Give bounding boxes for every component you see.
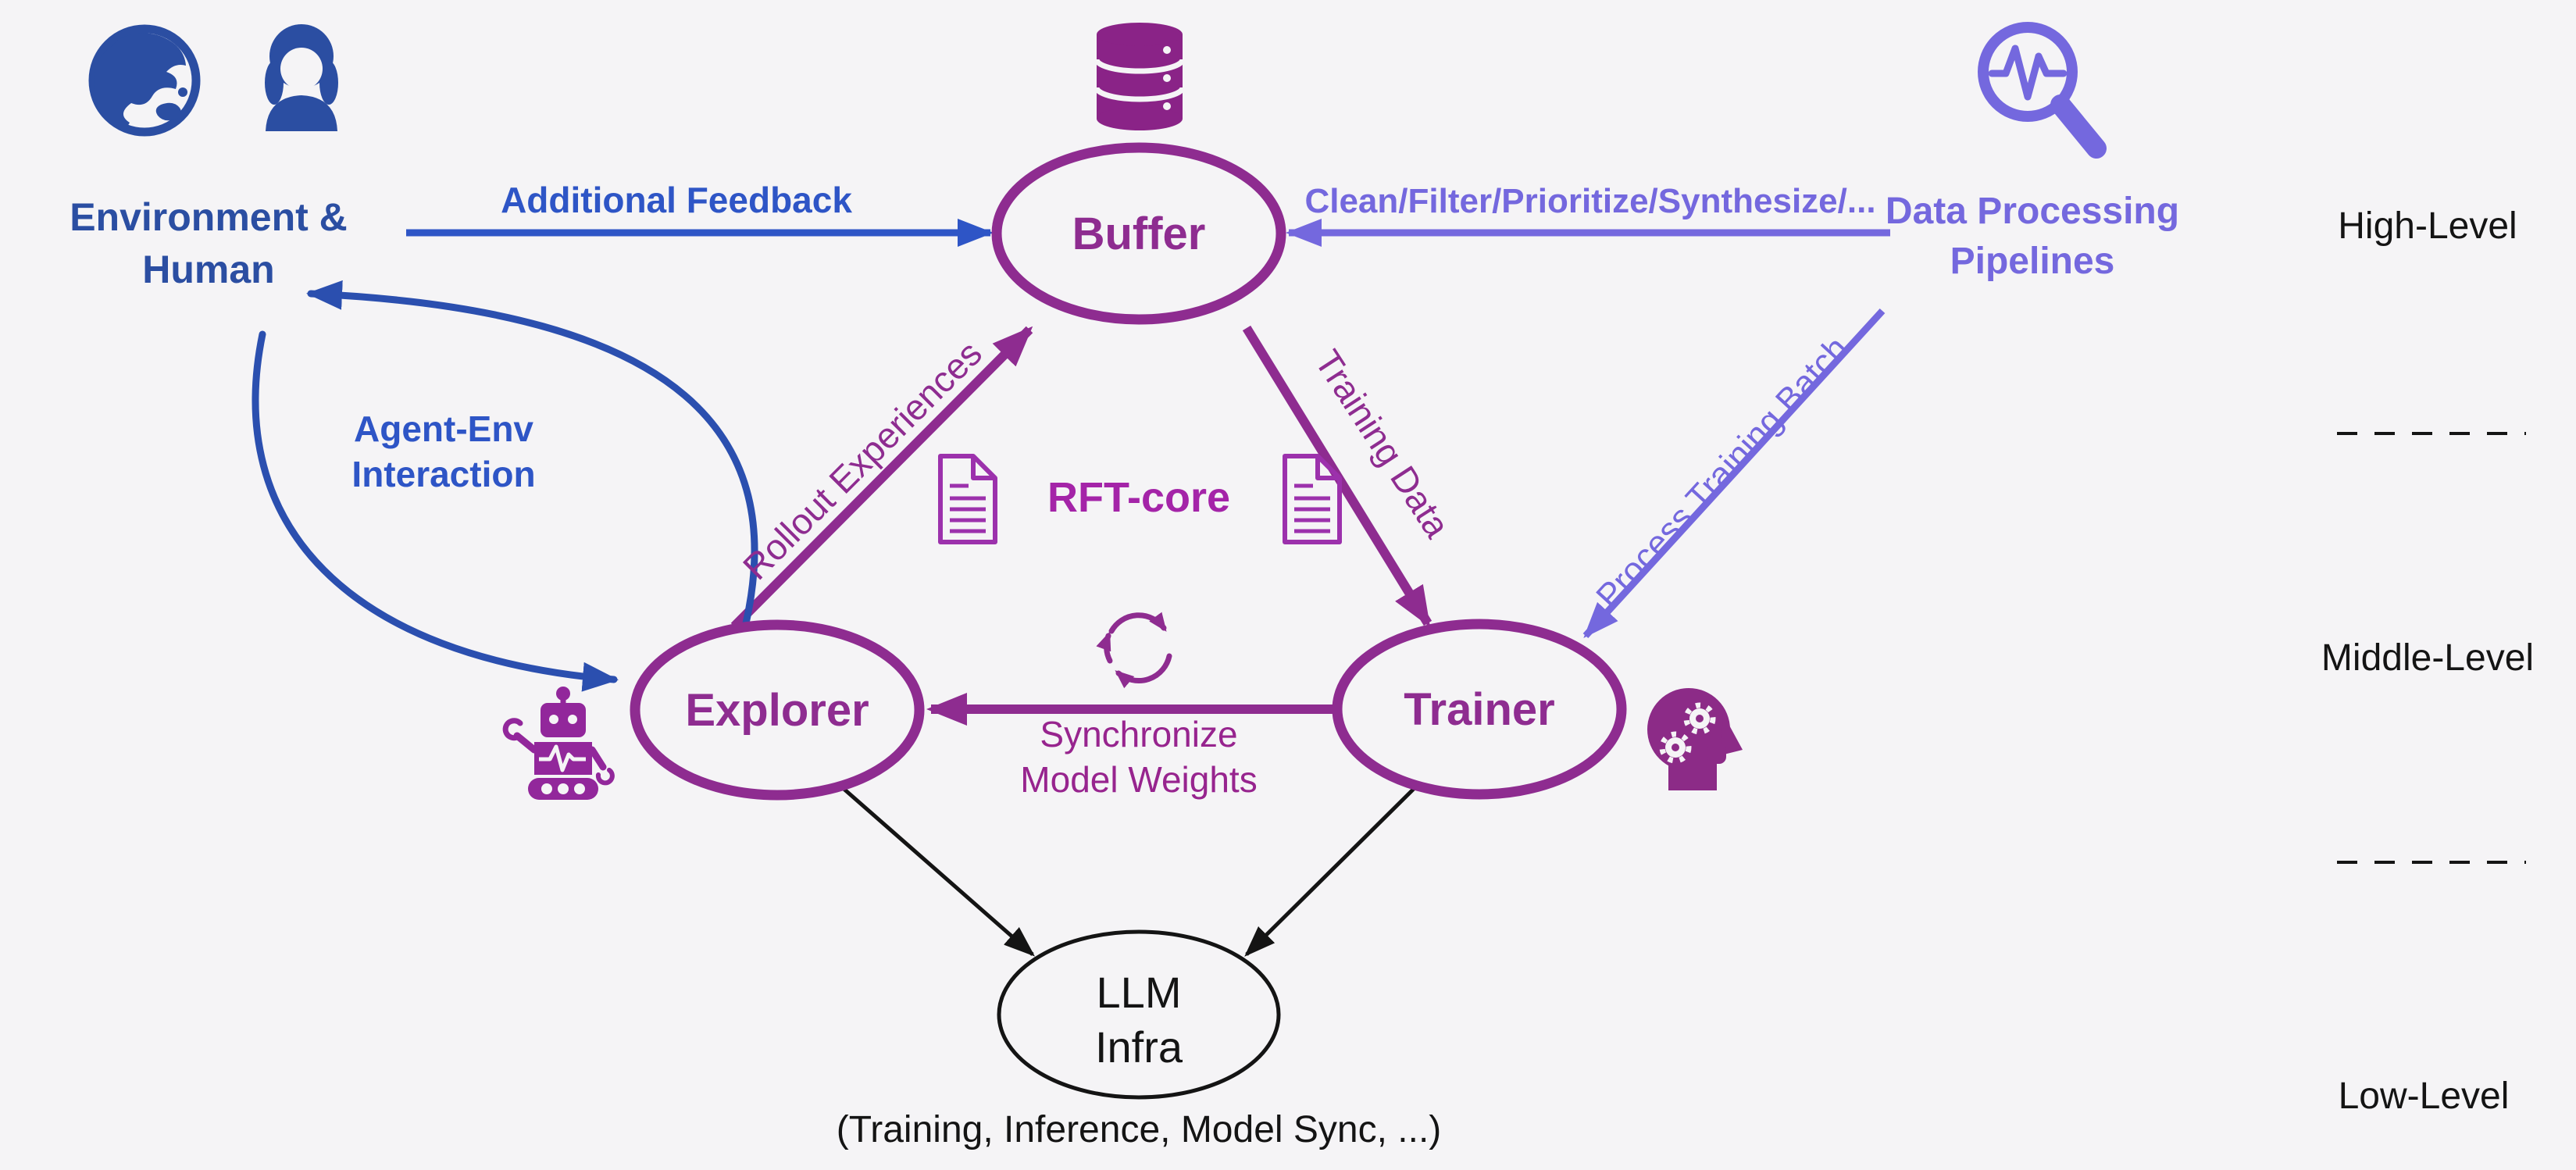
document-icon <box>1283 454 1342 544</box>
synchronize-label-line1: Synchronize <box>1040 714 1237 754</box>
edges-layer <box>252 219 1890 957</box>
database-icon <box>1094 23 1186 130</box>
sync-cycle-icon <box>1096 612 1172 689</box>
high-level-label: High-Level <box>2338 205 2517 247</box>
gear-icon <box>1683 702 1716 735</box>
node-buffer <box>991 142 1286 325</box>
nodes-layer <box>630 142 1627 1100</box>
node-trainer <box>1332 619 1627 800</box>
agent-env-label-line2: Interaction <box>351 454 535 494</box>
node-llm-infra <box>997 929 1281 1100</box>
training-data-label: Training Data <box>1307 343 1457 545</box>
synchronize-label-line2: Model Weights <box>1020 759 1257 800</box>
person-icon <box>265 24 338 131</box>
explorer-label: Explorer <box>685 685 869 736</box>
robot-icon <box>502 687 615 800</box>
additional-feedback-label: Additional Feedback <box>501 180 852 220</box>
labels-layer: Environment & Human Additional Feedback … <box>70 180 2534 1150</box>
llm-infra-label-line2: Infra <box>1095 1022 1183 1072</box>
buffer-label: Buffer <box>1072 209 1206 259</box>
arrow-process-training-batch <box>1582 308 1886 639</box>
arrow-agent-env-down <box>252 330 619 692</box>
trainer-label: Trainer <box>1404 684 1554 735</box>
arrow-rollout-experiences <box>730 326 1033 630</box>
agent-env-label-line1: Agent-Env <box>354 408 533 449</box>
head-gears-icon <box>1647 688 1743 790</box>
process-training-batch-label: Process Training Batch <box>1589 330 1856 616</box>
middle-level-label: Middle-Level <box>2321 637 2534 679</box>
rft-core-label: RFT-core <box>1047 474 1230 521</box>
data-pipelines-label-line1: Data Processing <box>1886 191 2179 232</box>
env-human-label-line1: Environment & <box>70 195 348 239</box>
clean-filter-label: Clean/Filter/Prioritize/Synthesize/... <box>1304 182 1875 220</box>
arrow-trainer-to-llm <box>1244 786 1417 957</box>
data-pipelines-label-line2: Pipelines <box>1950 241 2115 282</box>
document-icon <box>938 454 997 544</box>
gear-icon <box>1659 731 1692 764</box>
rollout-experiences-label: Rollout Experiences <box>735 333 990 587</box>
low-level-label: Low-Level <box>2339 1075 2510 1117</box>
magnifier-pulse-icon <box>1978 22 2107 159</box>
env-human-label-line2: Human <box>142 248 274 291</box>
node-explorer <box>630 619 925 801</box>
llm-infra-caption: (Training, Inference, Model Sync, ...) <box>837 1109 1442 1150</box>
globe-icon <box>88 24 201 137</box>
arrow-explorer-to-llm <box>840 786 1036 957</box>
arrow-agent-env-up <box>306 280 758 627</box>
llm-infra-label-line1: LLM <box>1097 968 1182 1017</box>
